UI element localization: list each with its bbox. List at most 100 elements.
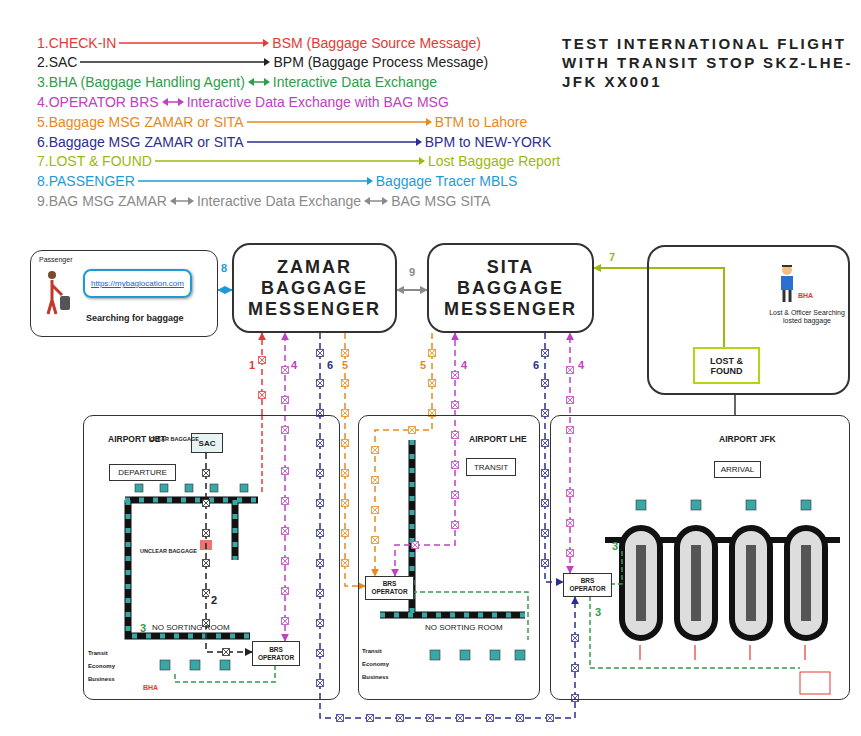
part-label: CLEAR BAGGAGE xyxy=(150,436,199,442)
bag-tag-symbol xyxy=(542,470,549,477)
bag-tag-symbol xyxy=(282,427,289,434)
bag-tag-symbol xyxy=(259,357,266,364)
legend-text: 3.BHA (Baggage Handling Agent) xyxy=(37,74,245,90)
bag-tag-symbol xyxy=(457,715,464,722)
process-box: ARRIVAL xyxy=(714,461,761,478)
legend-text: 8.PASSENGER xyxy=(37,173,135,189)
legend-line xyxy=(247,141,417,143)
legend-swatch xyxy=(162,97,184,107)
legend-line xyxy=(80,62,265,64)
part-label: BHA xyxy=(798,292,813,299)
region-panel: AIRPORT UETDEPARTURESACBRS OPERATOR xyxy=(83,415,340,700)
bag-tag-symbol xyxy=(317,590,324,597)
legend-meaning: Interactive Data Exchange with BAG MSG xyxy=(187,94,449,110)
legend-line xyxy=(175,200,189,202)
bag-tag-symbol xyxy=(567,520,574,527)
node-text: AIRPORT LHE xyxy=(469,434,527,444)
arrow-head xyxy=(382,197,388,205)
arrow-head xyxy=(264,58,270,66)
part-label: Economy xyxy=(362,661,389,667)
process-box: SITA BAGGAGE MESSENGER xyxy=(427,243,594,333)
legend-swatch xyxy=(155,156,425,166)
legend-row: 1.CHECK-INBSM (Baggage Source Message) xyxy=(37,33,481,52)
callout-number: 1 xyxy=(247,359,257,371)
bag-tag-symbol xyxy=(429,380,436,387)
bag-tag-symbol xyxy=(452,372,459,379)
bag-tag-symbol xyxy=(342,500,349,507)
legend-line xyxy=(369,200,383,202)
bag-tag-symbol xyxy=(412,542,419,549)
bag-tag-symbol xyxy=(203,470,210,477)
region-panel: AIRPORT LHETRANSITBRS OPERATOR xyxy=(358,415,540,700)
legend-row: 3.BHA (Baggage Handling Agent) Interactiv… xyxy=(37,73,437,92)
bag-tag-symbol xyxy=(409,427,416,434)
legend-row: 2.SACBPM (Baggage Process Message) xyxy=(37,53,488,72)
legend-swatch xyxy=(247,117,432,127)
bag-tag-symbol xyxy=(317,440,324,447)
bag-tag-symbol xyxy=(452,462,459,469)
bag-tag-symbol xyxy=(203,560,210,567)
bag-tag-symbol xyxy=(572,635,579,642)
part-label: Business xyxy=(88,676,115,682)
arrow-head xyxy=(364,197,370,205)
process-box: LOST & FOUND xyxy=(693,347,760,384)
process-box: BRS OPERATOR xyxy=(365,576,414,600)
bag-tag-symbol xyxy=(452,432,459,439)
callout-number: 4 xyxy=(459,359,469,371)
node-text: ARRIVAL xyxy=(721,465,755,474)
callout-number: 7 xyxy=(607,251,617,263)
bag-tag-symbol xyxy=(282,468,289,475)
legend-swatch xyxy=(80,57,270,67)
bag-tag-symbol xyxy=(397,715,404,722)
bag-tag-symbol xyxy=(282,558,289,565)
legend-line xyxy=(253,81,265,83)
message-connector xyxy=(545,333,563,582)
bag-tag-symbol xyxy=(452,522,459,529)
node-text: https://mybaglocation.com xyxy=(83,269,192,298)
legend-meaning: Interactive Data Exchange xyxy=(273,74,437,90)
message-connector xyxy=(261,333,263,415)
bag-tag-symbol xyxy=(317,530,324,537)
passenger-figure xyxy=(48,271,70,314)
bag-tag-symbol xyxy=(282,528,289,535)
lhe-conveyor xyxy=(380,440,528,660)
bag-tag-symbol xyxy=(542,440,549,447)
bag-tag-symbol xyxy=(572,695,579,702)
node-text: ZAMAR BAGGAGE MESSENGER xyxy=(245,257,385,320)
bag-tag-symbol xyxy=(342,530,349,537)
bag-tag-symbol xyxy=(203,530,210,537)
arrow-head xyxy=(426,118,432,126)
process-box: ZAMAR BAGGAGE MESSENGER xyxy=(232,243,397,333)
part-label: NO SORTING ROOM xyxy=(152,623,230,632)
node-text: BRS OPERATOR xyxy=(255,646,297,662)
callout-number: 5 xyxy=(340,359,350,371)
callout-number: 8 xyxy=(219,262,229,274)
part-label: Economy xyxy=(88,663,115,669)
message-connector xyxy=(397,289,427,291)
legend-meaning: BPM to NEW-YORK xyxy=(425,134,552,150)
callout-number: 4 xyxy=(576,359,586,371)
bag-tag-symbol xyxy=(517,715,524,722)
bag-tag-symbol xyxy=(282,618,289,625)
bag-tag-symbol xyxy=(317,650,324,657)
node-text: SAC xyxy=(199,439,216,448)
part-label: 3 xyxy=(595,606,601,618)
legend-meaning: BAG MSG SITA xyxy=(391,193,490,209)
callout-number: 2 xyxy=(209,594,219,606)
title: TEST INTERNATIONAL FLIGHT WITH TRANSIT S… xyxy=(562,34,858,91)
arrow-head xyxy=(162,98,168,106)
bag-tag-symbol xyxy=(452,492,459,499)
legend-meaning: BSM (Baggage Source Message) xyxy=(272,35,481,51)
arrow-head xyxy=(419,157,425,165)
bag-tag-symbol xyxy=(317,620,324,627)
arrow-head xyxy=(188,197,194,205)
legend-swatch xyxy=(138,176,373,186)
bag-tag-symbol xyxy=(372,507,379,514)
legend-text: 7.LOST & FOUND xyxy=(37,153,152,169)
bag-tag-symbol xyxy=(542,380,549,387)
legend-arrow xyxy=(364,196,388,206)
legend-line xyxy=(247,121,427,123)
part-label: Transit xyxy=(88,650,108,656)
legend-text: 4.OPERATOR BRS xyxy=(37,94,159,110)
node-text: DEPARTURE xyxy=(118,468,167,477)
